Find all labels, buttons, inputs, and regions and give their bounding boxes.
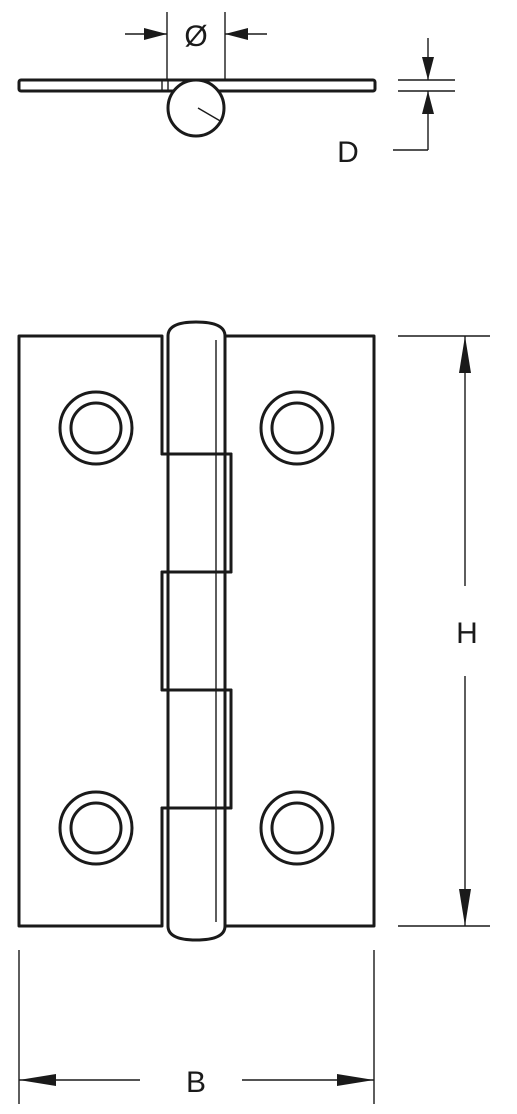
diameter-dimension: Ø	[125, 12, 267, 80]
hinge-right-leaf	[223, 334, 376, 928]
width-dimension: B	[18, 950, 375, 1104]
height-arrow-bottom	[459, 889, 471, 926]
width-label: B	[186, 1066, 206, 1099]
depth-label: D	[337, 136, 359, 169]
knuckle-radius-line	[197, 107, 223, 123]
depth-arrow-top	[422, 57, 434, 80]
hinge-front-view	[17, 320, 376, 942]
screw-hole-bottom-left	[58, 790, 134, 866]
height-label: H	[456, 617, 478, 650]
hinge-left-leaf	[17, 334, 170, 928]
screw-hole-top-right	[259, 390, 335, 466]
height-dimension: H	[398, 335, 490, 927]
height-arrow-top	[459, 336, 471, 373]
screw-hole-bottom-right	[259, 790, 335, 866]
hinge-top-view	[17, 78, 377, 138]
depth-arrow-bottom	[422, 91, 434, 114]
width-arrow-left	[19, 1074, 56, 1086]
hinge-knuckle-barrel	[166, 320, 227, 338]
diameter-arrow-left	[144, 28, 167, 40]
hinge-knuckle-barrel-bottom	[166, 924, 227, 942]
hinge-knuckle-circle	[166, 78, 226, 138]
diameter-label: Ø	[184, 20, 207, 53]
diameter-arrow-right	[225, 28, 248, 40]
depth-dimension: D	[337, 38, 455, 169]
width-arrow-right	[337, 1074, 374, 1086]
screw-hole-top-left	[58, 390, 134, 466]
